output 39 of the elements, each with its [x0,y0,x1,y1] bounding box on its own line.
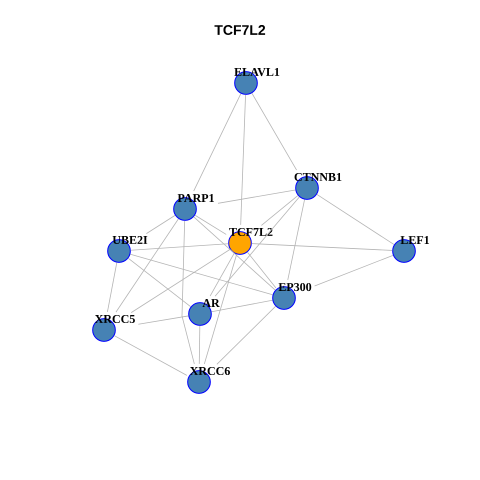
edge-line [316,194,394,245]
edge-line [193,216,276,290]
edge-line [116,218,179,313]
edge-line [107,262,118,312]
edge-line [114,335,188,376]
edge-line [138,316,189,325]
edge-line [193,93,242,192]
gene-node: XRCC6 [187,366,230,394]
edge-line [216,306,276,365]
edge-line [130,243,229,251]
gene-node: TCF7L2 [228,228,272,255]
gene-node: LEF1 [392,236,430,263]
edge-line [247,252,276,288]
edge-line [198,325,200,364]
edge-line [218,190,296,204]
gene-node: CTNNB1 [294,172,342,200]
edge-line [287,199,305,280]
edge-line [182,220,195,364]
gene-node: AR [188,299,220,326]
edge-line [314,254,394,286]
edge-line [210,252,235,296]
edge-line [251,243,393,251]
edge-line [260,195,298,226]
gene-node: XRCC5 [92,314,135,342]
edge-line [130,248,230,313]
edge-line [194,214,227,235]
gene-node: PARP1 [173,194,214,221]
gene-node: ELAVL1 [234,68,280,95]
edge-line [130,254,274,296]
chart-title: TCF7L2 [214,25,266,35]
gene-node: EP300 [272,282,312,310]
edge-line [252,92,297,170]
gene-node: UBE2I [107,236,148,263]
edge-line [211,300,273,312]
edge-line [240,94,246,226]
edge-line [204,254,238,364]
edge-line [214,196,300,297]
edge-line [128,258,192,308]
edge-line [146,214,176,234]
